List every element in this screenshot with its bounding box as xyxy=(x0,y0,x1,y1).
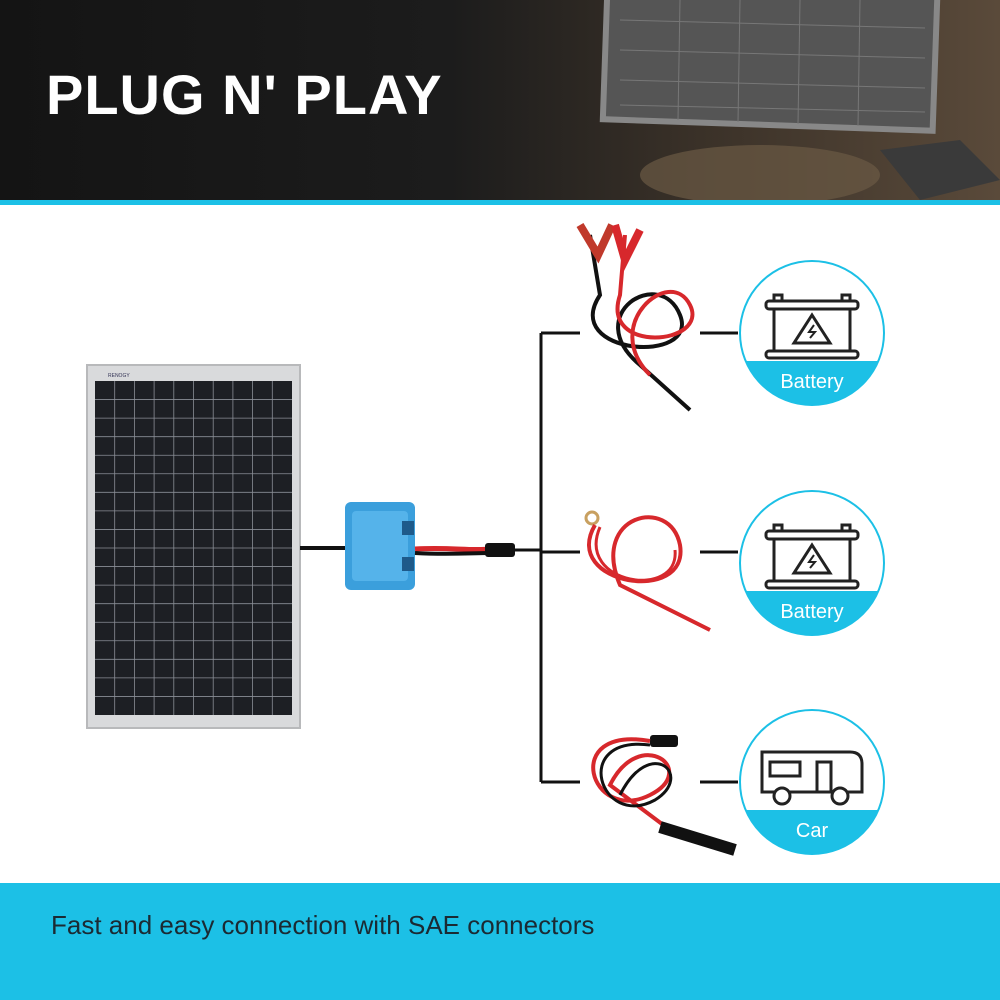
header-banner: PLUG N' PLAY xyxy=(0,0,1000,200)
accent-divider xyxy=(0,200,1000,205)
solar-panel: RENOGY xyxy=(86,364,301,729)
output-device-3: Car xyxy=(739,709,885,855)
page-title: PLUG N' PLAY xyxy=(46,63,443,126)
ring-terminal-cable xyxy=(584,510,711,632)
output-label: Battery xyxy=(780,601,843,623)
cigarette-lighter-cable xyxy=(591,735,737,856)
output-device-1: Battery xyxy=(739,260,885,406)
alligator-clip-cable xyxy=(576,222,695,412)
footer-caption: Fast and easy connection with SAE connec… xyxy=(51,910,595,940)
battery-icon xyxy=(764,523,860,590)
panel-brand: RENOGY xyxy=(108,373,130,379)
output-label: Car xyxy=(796,820,829,842)
charge-controller xyxy=(345,502,415,590)
background-solar-panel-photo xyxy=(599,0,1000,200)
rv-icon xyxy=(760,750,864,806)
battery-icon xyxy=(764,293,860,360)
branch-bracket xyxy=(539,331,738,784)
output-cable xyxy=(414,545,491,553)
output-label: Battery xyxy=(780,371,843,393)
output-device-2: Battery xyxy=(739,490,885,636)
connection-diagram: RENOGY xyxy=(86,222,885,856)
sae-connector xyxy=(485,543,515,557)
footer-banner: Fast and easy connection with SAE connec… xyxy=(0,883,1000,1000)
